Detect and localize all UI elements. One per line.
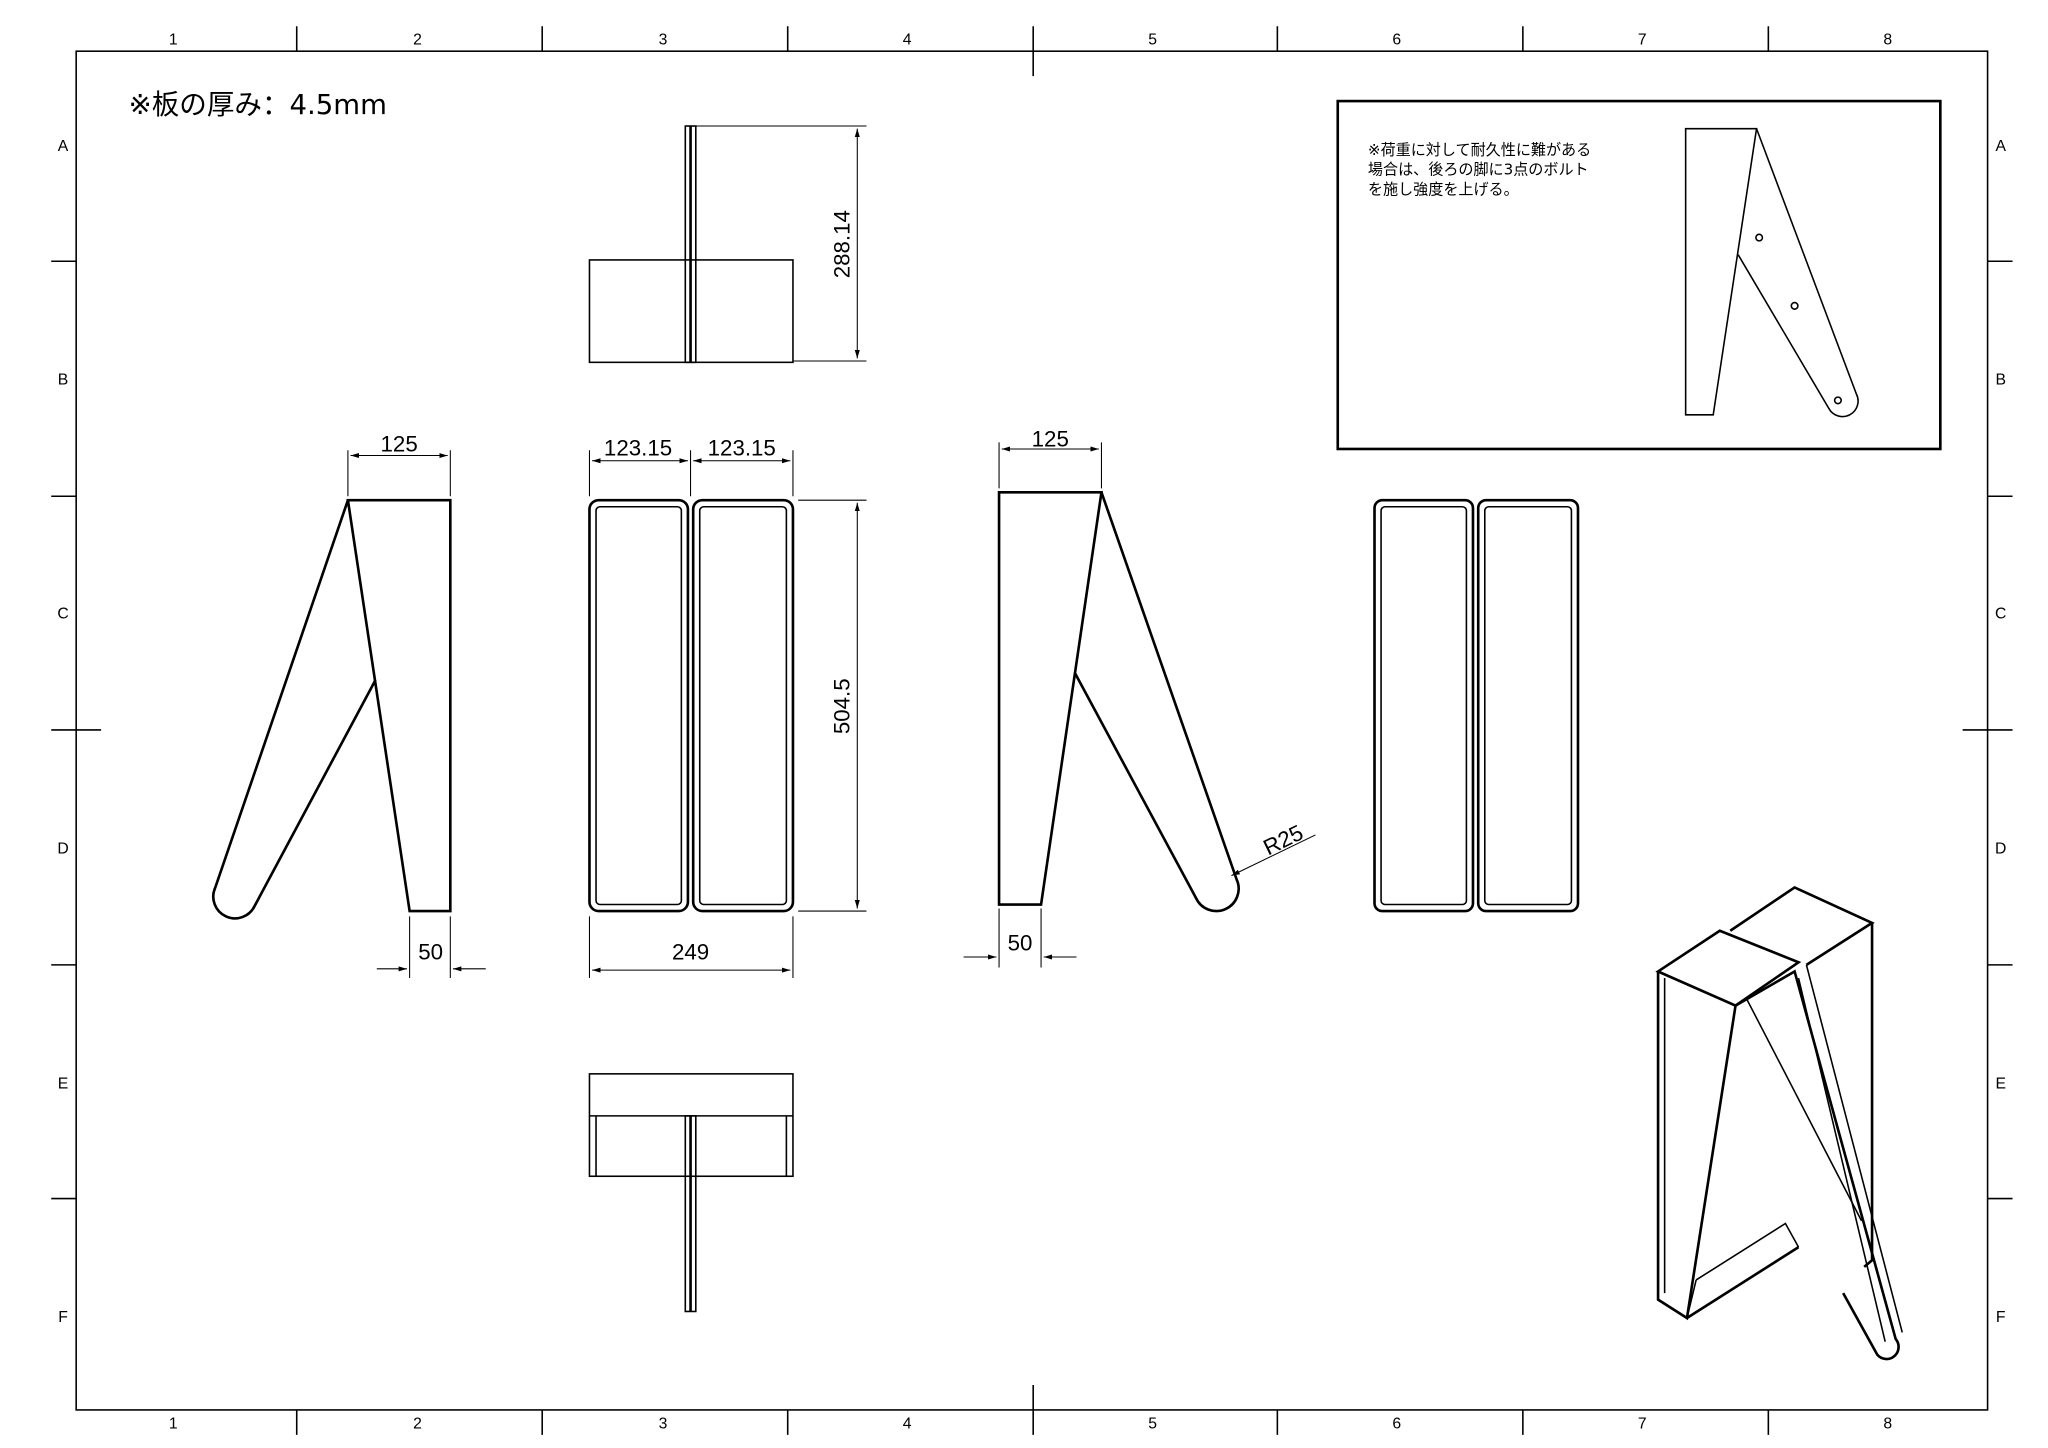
row-label: E (1995, 1075, 2006, 1092)
note-line: を施し強度を上げる。 (1368, 180, 1519, 198)
col-label: 2 (413, 1415, 422, 1432)
isometric-view (1655, 885, 1904, 1361)
right-side-view: 125 50 R25 (963, 426, 1316, 968)
left-side-view: 125 50 (212, 432, 486, 979)
dim-front-half-right: 123.15 (708, 436, 776, 461)
dim-right-top: 125 (1032, 426, 1069, 451)
row-labels-left: A B C D E F (57, 138, 68, 1326)
bolt-hole (1790, 301, 1799, 310)
col-label: 8 (1883, 32, 1892, 49)
col-label: 6 (1392, 1415, 1401, 1432)
row-label: E (58, 1075, 69, 1092)
row-label: D (1995, 840, 2006, 857)
dim-top-height: 288.14 (829, 210, 854, 278)
col-label: 1 (169, 32, 178, 49)
dim-left-top: 125 (381, 432, 418, 457)
row-label: F (58, 1309, 68, 1326)
column-labels-top: 1 2 3 4 5 6 7 8 (169, 32, 1892, 49)
row-label: C (1995, 605, 2006, 622)
col-label: 3 (659, 1415, 668, 1432)
note-line: ※荷重に対して耐久性に難がある (1368, 141, 1591, 159)
row-label: B (58, 372, 69, 389)
row-label: F (1996, 1309, 2006, 1326)
row-label: B (1995, 372, 2006, 389)
col-label: 6 (1392, 32, 1401, 49)
col-label: 1 (169, 1415, 178, 1432)
dim-front-half-left: 123.15 (604, 436, 672, 461)
row-label: A (1995, 138, 2006, 155)
col-label: 3 (659, 32, 668, 49)
bolt-hole (1833, 396, 1842, 405)
col-label: 5 (1148, 32, 1157, 49)
row-label: C (57, 605, 68, 622)
row-labels-right: A B C D E F (1995, 138, 2006, 1326)
thickness-note: ※板の厚み：4.5mm (129, 89, 387, 121)
dim-right-bottom: 50 (1008, 930, 1033, 955)
dim-radius: R25 (1259, 820, 1307, 860)
col-label: 7 (1638, 32, 1647, 49)
row-label: D (57, 840, 68, 857)
col-label: 8 (1883, 1415, 1892, 1432)
col-label: 5 (1148, 1415, 1157, 1432)
dim-front-height: 504.5 (829, 678, 854, 734)
dim-left-bottom: 50 (418, 940, 443, 965)
col-label: 7 (1638, 1415, 1647, 1432)
bottom-view (588, 1073, 794, 1313)
rear-view (1373, 498, 1580, 913)
col-label: 2 (413, 32, 422, 49)
top-view: 288.14 (588, 125, 867, 364)
note-line: 場合は、後ろの脚に3点のボルト (1368, 161, 1589, 179)
bolt-note-box: ※荷重に対して耐久性に難がある 場合は、後ろの脚に3点のボルト を施し強度を上げ… (1336, 99, 1942, 451)
col-label: 4 (903, 32, 912, 49)
column-labels-bottom: 1 2 3 4 5 6 7 8 (169, 1415, 1892, 1432)
drawing-frame (51, 26, 2013, 1435)
row-label: A (58, 138, 69, 155)
dim-front-width: 249 (672, 940, 709, 965)
col-label: 4 (903, 1415, 912, 1432)
front-view: 123.15 123.15 249 504.5 (588, 436, 867, 979)
bolt-hole (1755, 233, 1764, 242)
